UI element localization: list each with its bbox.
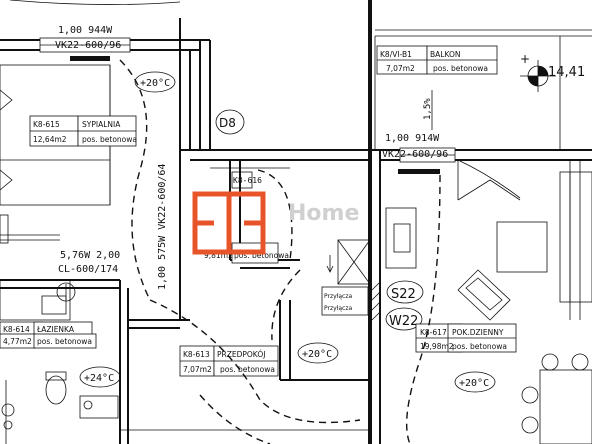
- svg-text:Przyłącza: Przyłącza: [324, 293, 353, 300]
- window-top-label: 1,00 944W: [58, 25, 113, 36]
- room-bathroom: K8-614 ŁAZIENKA 4,77m2 pos. betonowa +24…: [0, 279, 121, 444]
- marker-w22-label: W22: [389, 314, 418, 329]
- room-hallway: K8-613 PRZEDPOKÓJ 7,07m2 pos. betonowa +…: [149, 269, 361, 444]
- dining-table: [539, 369, 592, 444]
- window-right: 1,00 914W VK22-600/96: [382, 133, 448, 174]
- marker-w22: W22: [385, 307, 423, 331]
- elevation-label: 14,41: [548, 65, 585, 80]
- bedroom-area: 12,64m2: [33, 135, 67, 144]
- watermark-logo: Home: [192, 191, 359, 255]
- window-top: 1,00 944W VK22-600/96: [55, 25, 121, 61]
- balcony-floor: pos. betonowa: [433, 64, 488, 73]
- kitchen-appliances: Przyłącza Przyłącza: [321, 207, 417, 316]
- window-right-spec: VK22-600/96: [382, 149, 448, 160]
- room-balcony: K8/VI-B1 BALKON 7,07m2 pos. betonowa 1,5…: [376, 45, 498, 130]
- balcony-name: BALKON: [430, 50, 460, 59]
- window-right-label: 1,00 914W: [385, 133, 440, 144]
- svg-text:K8-616: K8-616: [233, 176, 262, 185]
- bathroom-name: ŁAZIENKA: [36, 325, 75, 334]
- kitchen-floor: pos. betonowa: [234, 251, 289, 260]
- hallway-temp: +20°C: [302, 349, 332, 360]
- slope-label: 1,5%: [423, 98, 433, 120]
- bathroom-floor: pos. betonowa: [37, 337, 92, 346]
- marker-d8: D8: [215, 109, 245, 135]
- bedroom-floor: pos. betonowa: [82, 135, 137, 144]
- hallway-floor: pos. betonowa: [220, 365, 275, 374]
- hatch-area: [371, 281, 381, 321]
- living-area: 19,98m2: [420, 342, 454, 351]
- window-left-bottom: 5,76W 2,00 CL-600/174: [58, 250, 120, 275]
- armchair: [457, 269, 511, 321]
- window-top-spec: VK22-600/96: [55, 40, 121, 51]
- bathroom-area: 4,77m2: [3, 337, 32, 346]
- top-edge-line: [9, 0, 181, 5]
- room-bedroom: K8-615 SYPIALNIA 12,64m2 pos. betonowa +…: [0, 59, 176, 301]
- balcony-area: 7,07m2: [386, 64, 415, 73]
- bathroom-temp: +24°C: [84, 373, 114, 384]
- bedroom-name: SYPIALNIA: [82, 120, 121, 129]
- room-kitchen: K8-616 9,81m2 pos. betonowa: [204, 167, 293, 264]
- hallway-area: 7,07m2: [183, 365, 212, 374]
- living-temp: +20°C: [459, 378, 489, 389]
- svg-text:Przyłącza: Przyłącza: [324, 305, 353, 312]
- marker-s22: S22: [386, 280, 424, 304]
- living-name: POK.DZIENNY: [452, 328, 504, 337]
- toilet: [45, 375, 67, 405]
- window-left-spec: CL-600/174: [58, 264, 118, 275]
- hallway-code: K8-613: [183, 350, 210, 359]
- window-left-label: 5,76W 2,00: [60, 250, 120, 261]
- room-living: K8-617 POK.DZIENNY 19,98m2 pos. betonowa…: [406, 159, 592, 444]
- svg-text:+: +: [520, 52, 530, 66]
- watermark-brand: Home: [288, 201, 359, 226]
- window-center-text: 1,00 575W VK22-600/64: [157, 164, 168, 290]
- window-top-marker: [70, 56, 110, 61]
- balcony-code: K8/VI-B1: [380, 50, 412, 59]
- coffee-table: [496, 221, 548, 273]
- bedroom-temp: +20°C: [140, 78, 170, 89]
- marker-s22-label: S22: [391, 287, 416, 302]
- hallway-name: PRZEDPOKÓJ: [217, 350, 265, 359]
- living-code: K8-617: [420, 328, 447, 337]
- elevation-marker: + 14,41: [520, 52, 585, 92]
- window-right-marker: [398, 169, 440, 174]
- kitchen-area: 9,81m2: [204, 251, 233, 260]
- marker-d8-label: D8: [219, 116, 236, 130]
- bedroom-code: K8-615: [33, 120, 60, 129]
- bathroom-code: K8-614: [3, 325, 30, 334]
- living-floor: pos. betonowa: [452, 342, 507, 351]
- sofa: [559, 171, 592, 303]
